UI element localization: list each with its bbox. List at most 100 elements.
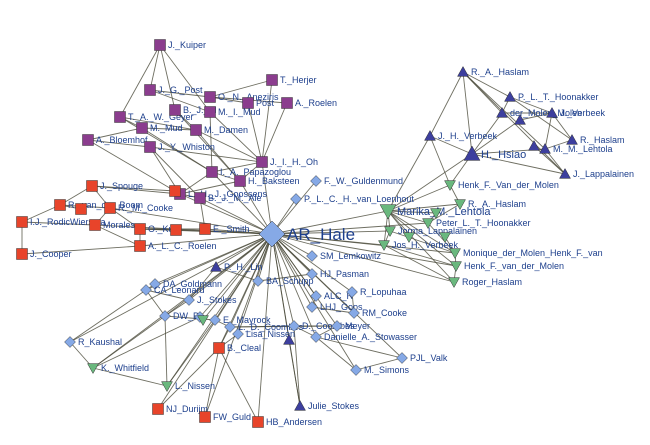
diamond-marker[interactable] [224,321,236,333]
node-vdmolen_top[interactable]: der_Molen_Molen [496,106,583,119]
tri_up-marker[interactable] [566,133,578,145]
tri_up-marker[interactable] [294,399,306,411]
diamond-marker[interactable] [258,220,286,248]
square-marker[interactable] [86,180,98,192]
node-morales[interactable]: Morales [89,219,136,231]
node-meyer[interactable]: Meyer [331,320,371,332]
square-marker[interactable] [242,97,254,109]
diamond-marker[interactable] [310,290,322,302]
node-lin[interactable]: P._H._Lin [210,260,263,273]
node-lappalainen_j[interactable]: J._Lappalainen [559,167,635,180]
tri_up-marker[interactable] [559,167,571,179]
node-coombes_l[interactable]: L._D._Coombes [224,321,304,333]
node-roger[interactable]: Roger_Haslam [448,277,523,289]
diamond-marker[interactable] [346,286,358,298]
node-papazoglou[interactable]: I._A._Papazoglou [206,166,292,178]
node-julie[interactable]: Julie_Stokes [294,399,360,412]
node-guldenmund[interactable]: F._W._Guldenmund [310,175,404,187]
diamond-marker[interactable] [350,364,362,376]
square-marker[interactable] [206,166,218,178]
node-mayrock[interactable]: E._Mayrock [209,314,272,326]
node-hub[interactable]: AR_Hale [258,220,355,248]
square-marker[interactable] [170,224,182,236]
node-durijm[interactable]: NJ_Durijm [152,403,209,415]
square-marker[interactable] [104,202,116,214]
node-lehtola_m[interactable]: M._M._Lehtola [539,142,613,155]
diamond-marker[interactable] [310,175,322,187]
diamond-marker[interactable] [209,314,221,326]
diamond-marker[interactable] [348,307,360,319]
node-kuiper[interactable]: J._Kuiper [154,39,207,51]
node-cleal[interactable]: B._Cleal [213,342,262,354]
node-rodic[interactable]: I.J._RodicWiersma [16,216,106,228]
node-mmud[interactable]: M._Mud [136,122,183,134]
square-marker[interactable] [89,219,101,231]
node-haslam_ra2[interactable]: R._A._Haslam [454,199,527,211]
tri_down-marker[interactable] [449,248,461,260]
node-henkf[interactable]: Henk_F._van_der_Molen [450,261,565,273]
node-lhj_goos[interactable]: LHJ_Goos [306,301,364,313]
node-grn_a[interactable] [197,315,209,327]
square-marker[interactable] [190,124,202,136]
square-marker[interactable] [169,185,181,197]
node-pasman[interactable]: HJ_Pasman [306,268,370,280]
node-alc_r[interactable]: ALC_R [310,290,354,302]
tri_up-marker[interactable] [463,145,481,161]
node-red_b[interactable] [75,203,87,215]
node-okur[interactable]: O._Kur [134,223,177,235]
tri_down-marker[interactable] [422,218,434,230]
node-tri_a[interactable] [514,113,526,125]
node-lehtola[interactable]: Marika_M._Lehtola [379,204,491,220]
node-hsiao[interactable]: H._Hsiao [463,145,526,161]
square-marker[interactable] [144,141,156,153]
tri_down-marker[interactable] [378,240,390,252]
node-stokes_j[interactable]: J._Stokes [183,294,238,306]
square-marker[interactable] [82,134,94,146]
node-b_j_al[interactable]: B._J._Al [169,104,217,116]
node-aneziris[interactable]: O._N._Aneziris [204,91,280,103]
tri_down-marker[interactable] [450,261,462,273]
tri_up-marker[interactable] [546,106,558,118]
node-verbeek_jh[interactable]: J._H._Verbeek [424,129,498,142]
tri_up-marker[interactable] [528,139,540,151]
square-marker[interactable] [152,403,164,415]
node-da_goldmann[interactable]: DA_Goldmann [149,278,223,290]
tri_up-marker[interactable] [424,129,436,141]
tri_down-marker[interactable] [448,277,460,289]
tri_down-marker[interactable] [197,315,209,327]
node-nissen_lisa[interactable]: Lisa_Nissen [232,328,296,340]
node-kaushal[interactable]: R_Kaushal [64,336,123,348]
node-lopuhaa[interactable]: R_Lopuhaa [346,286,407,298]
node-fw_guld[interactable]: FW_Guld [199,411,252,423]
diamond-marker[interactable] [183,294,195,306]
node-rm_cooke[interactable]: RM_Cooke [348,307,408,319]
diamond-marker[interactable] [252,275,264,287]
node-hoonakker_peter[interactable]: Peter_L._T._Hoonakker [422,218,531,230]
square-marker[interactable] [194,192,206,204]
node-grn_b[interactable] [430,208,442,220]
square-marker[interactable] [16,216,28,228]
tri_down-marker[interactable] [403,232,415,244]
tri_down-marker[interactable] [444,180,456,192]
diamond-marker[interactable] [149,278,161,290]
node-whitfield[interactable]: K._Whitfield [87,363,150,375]
node-haslam_r[interactable]: R._Haslam [566,133,625,146]
node-herjer[interactable]: T._Herjer [266,74,317,86]
diamond-marker[interactable] [306,268,318,280]
square-marker[interactable] [281,97,293,109]
diamond-marker[interactable] [310,331,322,343]
diamond-marker[interactable] [331,320,343,332]
square-marker[interactable] [75,203,87,215]
node-ba_schupp[interactable]: BA_Schupp [252,275,314,287]
square-marker[interactable] [266,74,278,86]
node-geyer[interactable]: T._A._W._Geyer [114,111,194,123]
tri_up-marker[interactable] [283,333,295,345]
node-verbeek_j[interactable]: J._Verbeek [546,106,606,119]
node-nissen_tri[interactable] [283,333,295,345]
node-post2[interactable]: Post [242,97,275,109]
square-marker[interactable] [16,248,28,260]
node-damen[interactable]: M._Damen [190,124,249,136]
tri_down-marker[interactable] [87,363,99,375]
square-marker[interactable] [204,91,216,103]
square-marker[interactable] [154,39,166,51]
